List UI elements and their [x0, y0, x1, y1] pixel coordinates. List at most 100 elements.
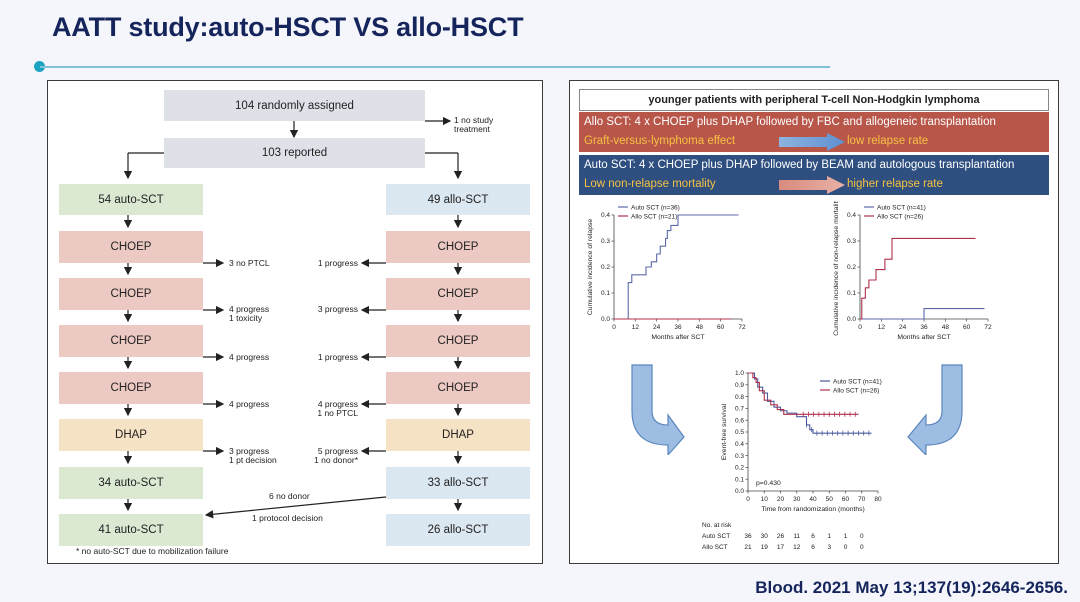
y-tick-label: 0.1 [847, 290, 856, 297]
x-axis-label: Time from randomization (months) [761, 506, 865, 513]
x-axis-label: Months after SCT [651, 334, 704, 341]
y-tick-label: 0.2 [601, 264, 610, 271]
y-tick-label: 0.3 [735, 453, 744, 460]
auto-sct-box: 34 auto-SCT [59, 467, 203, 499]
allo-sct-box: 33 allo-SCT [386, 467, 530, 499]
x-tick-label: 12 [878, 324, 886, 331]
auto-arrow-icon [779, 176, 845, 194]
risk-cell: 3 [827, 544, 831, 551]
x-tick-label: 20 [777, 496, 785, 503]
y-tick-label: 0.0 [735, 488, 744, 495]
risk-cell: 17 [777, 544, 785, 551]
y-tick-label: 0.4 [601, 212, 610, 219]
auto-step-4: CHOEP [59, 372, 203, 404]
risk-cell: 12 [793, 544, 801, 551]
x-tick-label: 80 [874, 496, 882, 503]
legend-label: Auto SCT (n=36) [631, 204, 680, 211]
y-tick-label: 0.6 [735, 417, 744, 424]
citation: Blood. 2021 May 13;137(19):2646-2656. [755, 578, 1068, 597]
risk-cell: 6 [811, 544, 815, 551]
y-tick-label: 0.1 [735, 476, 744, 483]
series-line-auto [860, 308, 985, 320]
legend-label: Allo SCT (n=26) [877, 213, 923, 220]
page-title: AATT study:auto-HSCT VS allo-HSCT [52, 12, 524, 42]
x-tick-label: 50 [826, 496, 834, 503]
y-tick-label: 0.4 [735, 441, 744, 448]
allo-regimen: Allo SCT: 4 x CHOEP plus DHAP followed b… [584, 116, 996, 128]
legend-label: Allo SCT (n=21) [631, 213, 677, 220]
risk-cell: 19 [761, 544, 769, 551]
legend-label: Allo SCT (n=26) [833, 387, 879, 394]
allo-final-box: 26 allo-SCT [386, 514, 530, 546]
y-tick-label: 0.3 [847, 238, 856, 245]
x-tick-label: 60 [842, 496, 850, 503]
y-tick-label: 0.4 [847, 212, 856, 219]
x-tick-label: 72 [984, 324, 992, 331]
title-divider [40, 66, 830, 68]
x-tick-label: 24 [653, 324, 661, 331]
risk-cell: 11 [793, 533, 800, 540]
risk-cell: 21 [744, 544, 752, 551]
risk-cell: 1 [844, 533, 848, 540]
randomized-box: 104 randomly assigned [164, 90, 425, 121]
no-treatment-line-1: 1 no study [454, 115, 494, 125]
risk-cell: 0 [844, 544, 848, 551]
auto-effect: Low non-relapse mortality [584, 178, 716, 190]
risk-table-heading: No. at risk [702, 522, 732, 529]
curved-arrow-right-icon [907, 364, 963, 455]
auto-exclusion-3: 4 progress [229, 352, 270, 362]
risk-cell: 0 [860, 533, 864, 540]
y-tick-label: 0.5 [735, 429, 744, 436]
risk-cell: 0 [860, 544, 864, 551]
y-tick-label: 0.8 [735, 394, 744, 401]
population-heading: younger patients with peripheral T-cell … [579, 89, 1049, 111]
x-tick-label: 10 [761, 496, 769, 503]
allo-exclusion-3: 1 progress [317, 352, 358, 362]
auto-step-1: CHOEP [59, 231, 203, 263]
x-tick-label: 0 [612, 324, 616, 331]
x-tick-label: 12 [632, 324, 640, 331]
x-tick-label: 0 [858, 324, 862, 331]
y-tick-label: 0.0 [847, 316, 856, 323]
y-tick-label: 0.3 [601, 238, 610, 245]
curved-arrow-left-icon [631, 364, 685, 455]
graphical-abstract-panel: younger patients with peripheral T-cell … [569, 80, 1059, 564]
y-tick-label: 0.2 [735, 465, 744, 472]
x-tick-label: 24 [899, 324, 907, 331]
risk-cell: 30 [761, 533, 769, 540]
auto-summary-band: Auto SCT: 4 x CHOEP plus DHAP followed b… [579, 155, 1049, 195]
x-tick-label: 40 [809, 496, 817, 503]
legend-label: Auto SCT (n=41) [877, 204, 926, 211]
allo-step-5: DHAP [386, 419, 530, 451]
allo-step-1: CHOEP [386, 231, 530, 263]
x-tick-label: 36 [674, 324, 682, 331]
auto-exclusion-1: 3 no PTCL [229, 258, 270, 268]
auto-regimen: Auto SCT: 4 x CHOEP plus DHAP followed b… [584, 159, 1015, 171]
risk-cell: 26 [777, 533, 785, 540]
y-tick-label: 0.7 [735, 406, 744, 413]
y-tick-label: 0.9 [735, 382, 744, 389]
x-tick-label: 48 [696, 324, 704, 331]
allo-step-4: CHOEP [386, 372, 530, 404]
allo-exclusion-2: 3 progress [317, 304, 358, 314]
x-tick-label: 60 [717, 324, 725, 331]
allo-arrow-icon [779, 133, 845, 151]
x-tick-label: 0 [746, 496, 750, 503]
y-axis-label: Cumulative incidence of relapse [587, 219, 594, 316]
consort-flow-panel: 104 randomly assigned 1 no study treatme… [47, 80, 543, 564]
allo-arm-box: 49 allo-SCT [386, 184, 530, 215]
series-line-allo [860, 237, 976, 320]
series-line-auto [614, 214, 739, 320]
no-treatment-line-2: treatment [454, 124, 490, 134]
auto-step-2: CHOEP [59, 278, 203, 310]
allo-step-2: CHOEP [386, 278, 530, 310]
allo-summary-band: Allo SCT: 4 x CHOEP plus DHAP followed b… [579, 112, 1049, 152]
y-axis-label: Cumulative incidence of non-relapse mort… [833, 201, 840, 336]
x-tick-label: 36 [920, 324, 928, 331]
